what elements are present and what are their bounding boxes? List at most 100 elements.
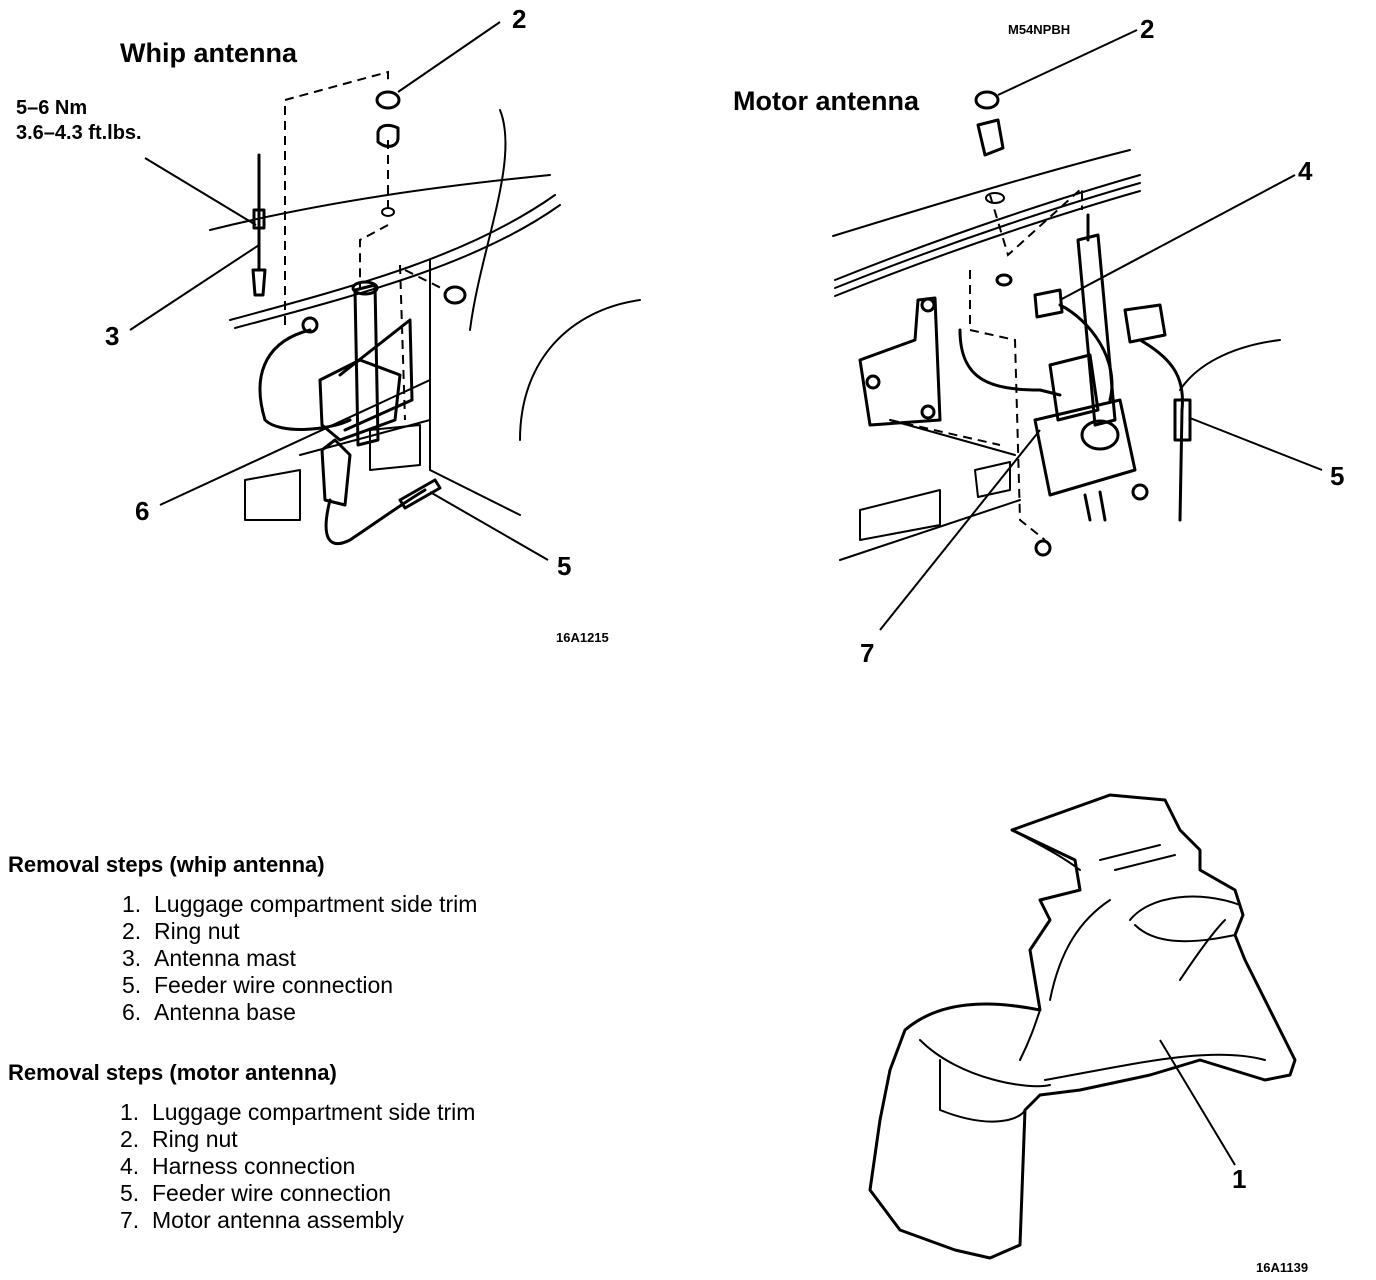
- removal-motor-step: 2.Ring nut: [120, 1126, 238, 1152]
- removal-whip-step: 1.Luggage compartment side trim: [122, 891, 478, 917]
- whip-leader-torque: [144, 157, 257, 226]
- side-trim-crease-3: [1019, 1009, 1041, 1061]
- motor-callout-7: 7: [860, 638, 874, 668]
- whip-leader-6: [159, 379, 431, 506]
- motor-panel-cutout-2: [974, 461, 1011, 498]
- removal-motor-step: 5.Feeder wire connection: [120, 1180, 392, 1206]
- removal-whip-steps: 1.Luggage compartment side trim 2.Ring n…: [122, 891, 477, 1026]
- whip-feeder-connector: [398, 478, 442, 510]
- motor-leader-7: [879, 429, 1041, 631]
- motor-screw: [995, 273, 1013, 287]
- whip-callout-5: 5: [557, 551, 571, 581]
- motor-bracket-bolt-2: [920, 297, 936, 313]
- whip-wheel-arch: [519, 299, 641, 441]
- whip-ring-nut: [375, 90, 401, 110]
- side-trim-figure: 1 16A1139: [868, 793, 1308, 1275]
- removal-whip-step: 3.Antenna mast: [122, 945, 296, 971]
- motor-panel-cutout-1: [859, 489, 941, 541]
- motor-panel-edge-1: [834, 174, 1141, 281]
- whip-washer: [381, 207, 395, 217]
- side-trim-lower-fold: [919, 1039, 1051, 1088]
- motor-guide-line-top: [989, 185, 1083, 257]
- whip-leader-2: [397, 21, 501, 93]
- motor-leader-5: [1189, 417, 1323, 471]
- motor-housing: [1033, 398, 1137, 497]
- whip-panel-edge-upper: [209, 174, 551, 231]
- motor-feeder-wire: [1138, 338, 1184, 522]
- side-trim-grille: [1099, 844, 1176, 871]
- motor-panel-bottom: [839, 499, 1021, 561]
- motor-mount-nut-bottom: [1034, 539, 1052, 557]
- motor-harness-wire: [1058, 303, 1114, 402]
- whip-mast-base: [251, 268, 267, 297]
- motor-leader-4: [1059, 174, 1296, 301]
- motor-callout-4: 4: [1298, 156, 1313, 186]
- whip-ground-screw: [301, 316, 319, 334]
- side-trim-bottom-edge: [1044, 1053, 1266, 1081]
- whip-callout-3: 3: [105, 321, 119, 351]
- side-trim-upper-curve: [1129, 895, 1241, 921]
- whip-ground-strap: [258, 328, 352, 431]
- side-trim-upper-curve2: [1134, 924, 1236, 943]
- whip-panel-hole: [369, 424, 421, 471]
- side-trim-crease-2: [1179, 919, 1226, 981]
- motor-leader-2: [997, 29, 1138, 96]
- whip-antenna-title: Whip antenna: [120, 38, 298, 68]
- whip-callout-2: 2: [512, 4, 526, 34]
- whip-mount-nut: [443, 285, 467, 305]
- motor-feeder-connector: [1173, 398, 1192, 442]
- whip-feeder-wire: [324, 488, 427, 546]
- side-trim-crease-1: [1049, 899, 1111, 1001]
- motor-antenna-tube: [1076, 233, 1117, 427]
- motor-bezel: [976, 118, 1005, 157]
- motor-figure-ref: M54NPBH: [1008, 22, 1070, 37]
- whip-guide-line-jog: [359, 224, 389, 290]
- motor-mount-bracket: [858, 296, 942, 427]
- motor-panel-inner: [889, 419, 1016, 456]
- whip-fender-curve: [469, 109, 507, 331]
- whip-base-clamp: [320, 438, 352, 507]
- whip-mount-plate: [338, 318, 414, 432]
- motor-gear-cover: [1080, 419, 1120, 451]
- whip-callout-6: 6: [135, 496, 149, 526]
- motor-bracket-bolt-1: [865, 374, 881, 390]
- removal-motor-step: 1.Luggage compartment side trim: [120, 1099, 476, 1125]
- whip-antenna-top: [351, 280, 379, 296]
- motor-guide-line-low: [889, 419, 1001, 446]
- whip-mast-collar: [252, 208, 266, 230]
- side-trim-return: [939, 1059, 1026, 1123]
- motor-drain-tube: [1083, 490, 1107, 522]
- motor-washer: [985, 192, 1005, 204]
- motor-relay: [1123, 303, 1167, 344]
- whip-leader-3: [129, 244, 260, 331]
- motor-callout-2: 2: [1140, 14, 1154, 44]
- side-trim-panel-outline: [868, 793, 1297, 1260]
- whip-panel-edge-mid2: [234, 204, 561, 329]
- whip-panel-edge-mid: [229, 194, 556, 321]
- whip-panel-bottom-line: [429, 469, 521, 516]
- motor-guide-line-right: [969, 270, 1046, 541]
- removal-whip-title: Removal steps (whip antenna): [8, 852, 325, 877]
- motor-harness-connector: [1033, 288, 1064, 319]
- motor-callout-5: 5: [1330, 461, 1344, 491]
- trim-leader-1: [1159, 1039, 1236, 1166]
- side-trim-top-fold: [1011, 829, 1081, 871]
- removal-whip-step: 2.Ring nut: [122, 918, 240, 944]
- motor-ring-nut: [974, 90, 1000, 110]
- trim-figure-code: 16A1139: [1256, 1260, 1308, 1275]
- whip-leader-5: [429, 491, 549, 561]
- whip-guide-line-nut: [404, 269, 446, 291]
- motor-ground-wire: [958, 328, 1062, 397]
- removal-whip-step: 6.Antenna base: [122, 999, 296, 1025]
- motor-panel-edge-3: [834, 190, 1141, 297]
- removal-motor-steps: 1.Luggage compartment side trim 2.Ring n…: [120, 1099, 475, 1234]
- motor-unit: [1048, 353, 1100, 422]
- whip-bezel: [376, 123, 400, 148]
- motor-antenna-title: Motor antenna: [733, 86, 920, 116]
- motor-antenna-figure: M54NPBH Motor antenna: [733, 14, 1344, 668]
- whip-guide-line-left: [284, 70, 389, 325]
- removal-motor-title: Removal steps (motor antenna): [8, 1060, 337, 1085]
- motor-mount-nut-right: [1131, 483, 1149, 501]
- whip-torque-metric: 5–6 Nm: [16, 97, 87, 119]
